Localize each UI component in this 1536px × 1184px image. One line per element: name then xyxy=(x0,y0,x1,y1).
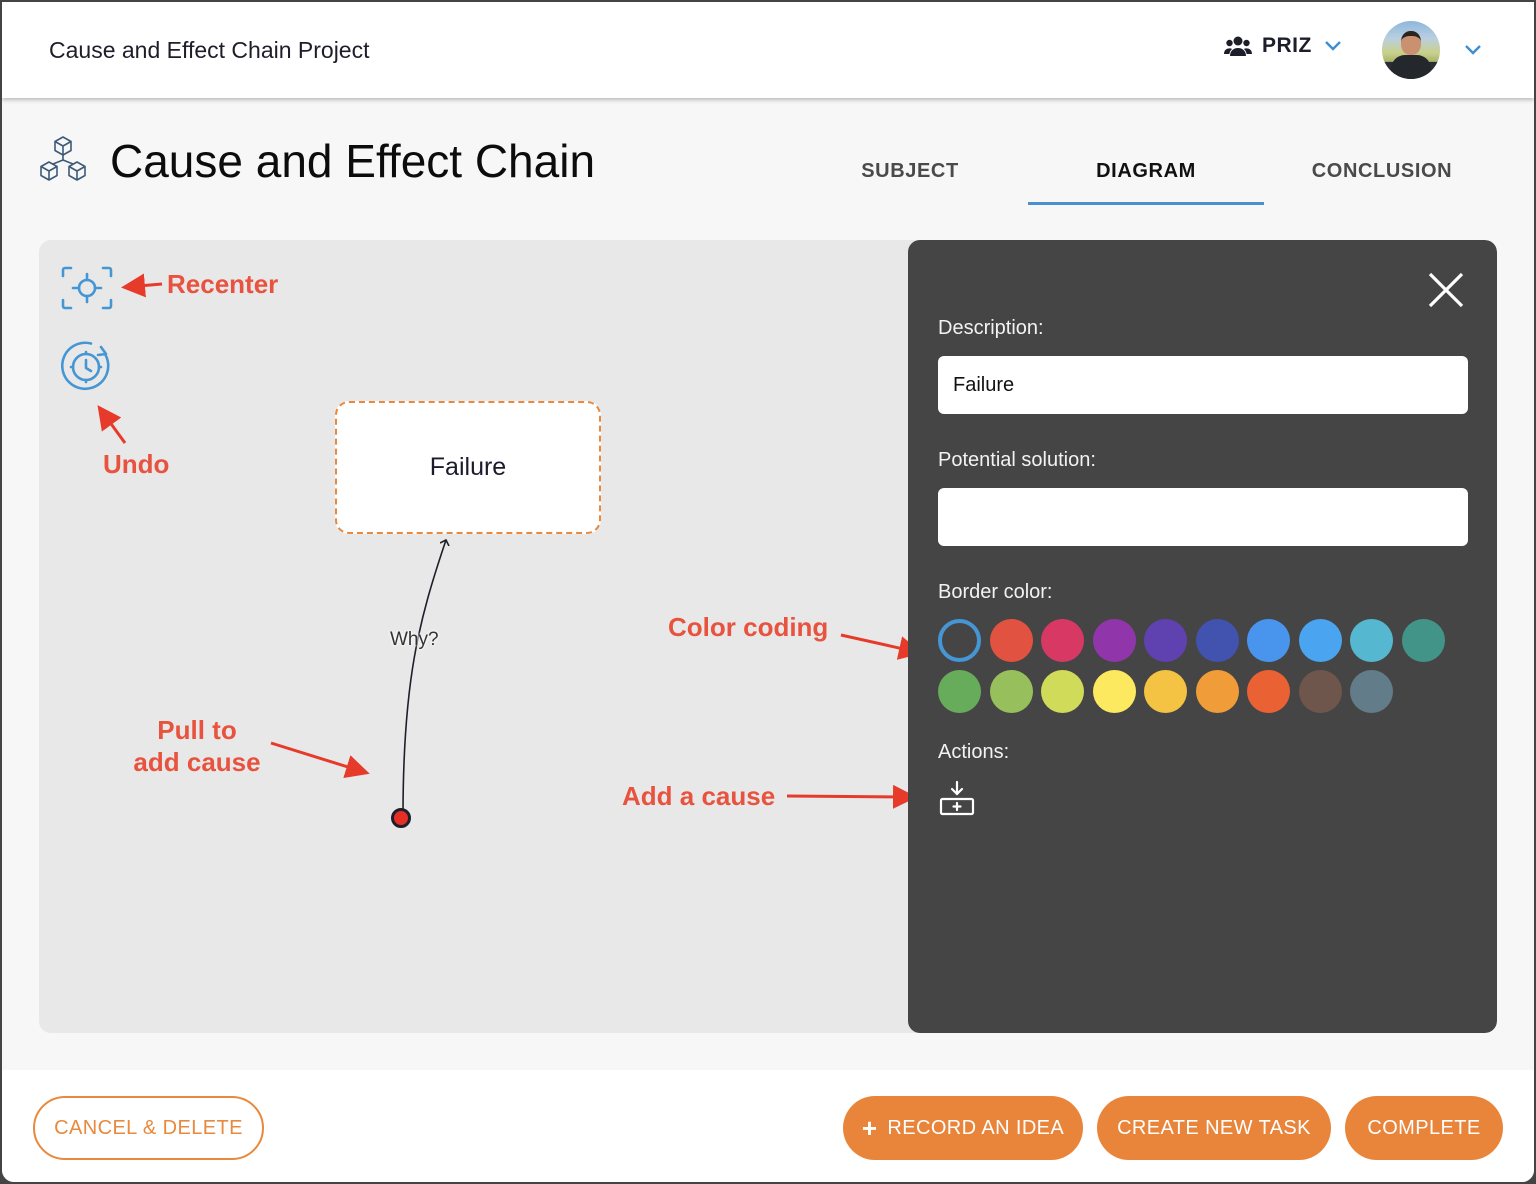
team-selector[interactable]: PRIZ xyxy=(1224,34,1342,58)
project-title: Cause and Effect Chain Project xyxy=(49,37,370,63)
annotation-pull-line1: Pull to xyxy=(157,715,237,745)
tab-subject[interactable]: SUBJECT xyxy=(861,160,959,182)
annotation-undo: Undo xyxy=(103,449,170,479)
tab-conclusion[interactable]: CONCLUSION xyxy=(1311,160,1453,182)
color-swatch-cyan[interactable] xyxy=(1350,619,1393,662)
tab-diagram[interactable]: DIAGRAM xyxy=(1096,160,1196,182)
annotation-pull-line2: add cause xyxy=(133,747,261,777)
close-icon[interactable] xyxy=(1426,270,1466,310)
description-input[interactable] xyxy=(938,356,1468,414)
color-swatch-deep-orange[interactable] xyxy=(1247,670,1290,713)
color-swatch-lime[interactable] xyxy=(1041,670,1084,713)
create-new-task-button[interactable]: CREATE NEW TASK xyxy=(1097,1096,1331,1160)
color-swatch-blue[interactable] xyxy=(1247,619,1290,662)
color-swatch-deep-purple[interactable] xyxy=(1144,619,1187,662)
avatar-body xyxy=(1391,55,1431,79)
color-swatch-none[interactable] xyxy=(938,619,981,662)
color-swatch-orange[interactable] xyxy=(1195,670,1239,713)
color-swatch-light-green[interactable] xyxy=(989,670,1033,713)
color-swatch-amber[interactable] xyxy=(1144,670,1187,713)
color-swatch-red[interactable] xyxy=(989,619,1033,662)
description-label: Description: xyxy=(938,317,1044,339)
border-color-label: Border color: xyxy=(938,581,1053,603)
color-swatch-yellow[interactable] xyxy=(1092,670,1136,713)
color-swatch-brown[interactable] xyxy=(1298,670,1342,713)
annotation-color-coding: Color coding xyxy=(668,612,829,642)
annotation-recenter: Recenter xyxy=(167,269,279,299)
color-swatch-purple[interactable] xyxy=(1092,619,1136,662)
page-title: Cause and Effect Chain xyxy=(110,135,596,187)
team-name: PRIZ xyxy=(1262,34,1312,57)
potential-solution-input[interactable] xyxy=(938,488,1468,546)
annotation-pull-to-add-cause: Pull to add cause xyxy=(132,714,262,778)
user-avatar[interactable] xyxy=(1382,21,1440,79)
top-header: Cause and Effect Chain Project PRIZ xyxy=(2,2,1534,98)
chevron-down-icon xyxy=(1324,41,1341,51)
undo-button[interactable] xyxy=(61,340,113,392)
recenter-button[interactable] xyxy=(61,266,113,310)
node-label: Failure xyxy=(429,453,507,481)
color-swatch-indigo[interactable] xyxy=(1195,619,1239,662)
color-swatch-blue-grey[interactable] xyxy=(1350,670,1393,713)
record-idea-label: RECORD AN IDEA xyxy=(887,1116,1065,1139)
record-idea-button[interactable]: + RECORD AN IDEA xyxy=(843,1096,1083,1160)
potential-solution-label: Potential solution: xyxy=(938,449,1096,471)
add-cause-drag-handle[interactable] xyxy=(391,808,411,828)
cancel-delete-button[interactable]: CANCEL & DELETE xyxy=(33,1096,264,1160)
cubes-hierarchy-icon xyxy=(40,136,86,181)
add-cause-icon[interactable] xyxy=(938,780,976,820)
avatar-face xyxy=(1401,31,1421,55)
plus-icon: + xyxy=(861,1113,878,1143)
diagram-node-failure[interactable]: Failure xyxy=(335,401,601,534)
footer-actions: CANCEL & DELETE + RECORD AN IDEA CREATE … xyxy=(2,1070,1534,1182)
active-tab-indicator xyxy=(1028,202,1264,205)
color-swatch-light-blue[interactable] xyxy=(1298,619,1342,662)
diagram-canvas[interactable]: Recenter Undo Pull to add cause Color co… xyxy=(39,240,1497,1033)
chevron-down-icon[interactable] xyxy=(1464,44,1482,56)
actions-label: Actions: xyxy=(938,741,1010,763)
annotation-add-a-cause: Add a cause xyxy=(622,781,776,811)
complete-button[interactable]: COMPLETE xyxy=(1345,1096,1503,1160)
edge-label-why: Why? xyxy=(390,629,439,650)
color-swatch-pink[interactable] xyxy=(1041,619,1084,662)
node-properties-panel: Description: Potential solution: Border … xyxy=(908,240,1497,1033)
color-swatch-green[interactable] xyxy=(938,670,981,713)
color-swatch-teal[interactable] xyxy=(1401,619,1445,662)
users-icon xyxy=(1224,36,1252,56)
